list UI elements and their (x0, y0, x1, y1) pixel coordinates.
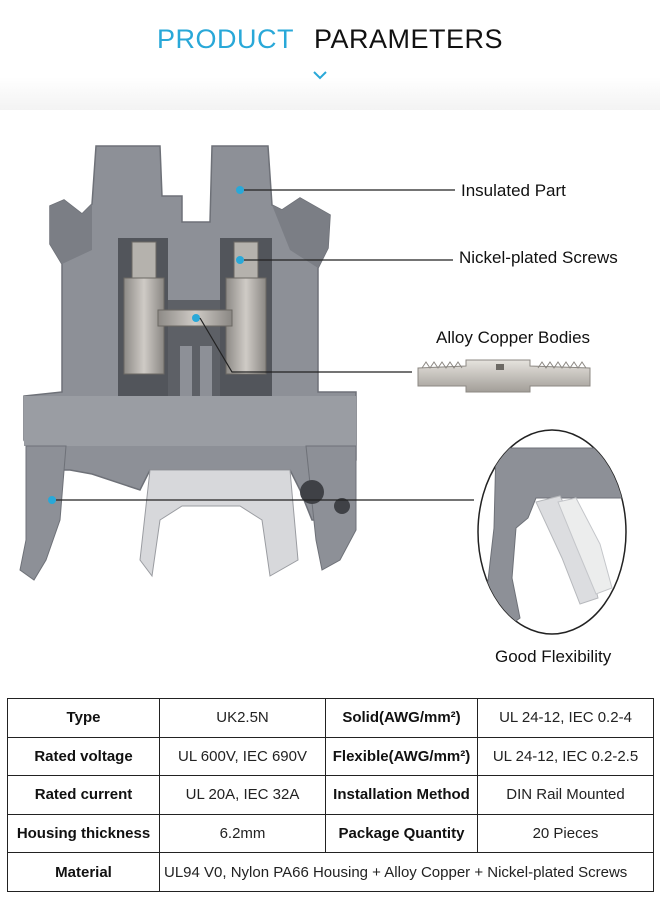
spec-value: 20 Pieces (477, 813, 654, 854)
callout-insulated-part: Insulated Part (461, 181, 566, 200)
table-row: Rated voltage UL 600V, IEC 690V Flexible… (7, 736, 654, 777)
callout-alloy-copper: Alloy Copper Bodies (436, 328, 591, 347)
chevron-down-icon (313, 71, 327, 80)
title-product: PRODUCT (156, 24, 294, 54)
header-banner: PRODUCT PARAMETERS (0, 0, 660, 110)
table-row: Housing thickness 6.2mm Package Quantity… (7, 813, 654, 854)
table-row: Type UK2.5N Solid(AWG/mm²) UL 24-12, IEC… (7, 698, 654, 738)
spec-value: DIN Rail Mounted (477, 775, 654, 815)
title-parameters: PARAMETERS (313, 24, 504, 54)
spec-key: Rated voltage (7, 736, 160, 777)
spec-value: UL 20A, IEC 32A (159, 775, 326, 815)
spec-value: UL 24-12, IEC 0.2-2.5 (477, 736, 654, 777)
spec-key-material: Material (7, 852, 160, 892)
spec-key: Rated current (7, 775, 160, 815)
spec-key: Flexible(AWG/mm²) (325, 736, 478, 777)
flexibility-detail-image (477, 429, 627, 635)
spec-value: UK2.5N (159, 698, 326, 738)
spec-table: Type UK2.5N Solid(AWG/mm²) UL 24-12, IEC… (7, 698, 654, 892)
copper-body-image (417, 359, 591, 393)
spec-value: UL 600V, IEC 690V (159, 736, 326, 777)
page-title: PRODUCT PARAMETERS (0, 24, 660, 55)
spec-key: Installation Method (325, 775, 478, 815)
spec-value-material: UL94 V0, Nylon PA66 Housing + Alloy Copp… (159, 852, 654, 892)
terminal-block-image (19, 145, 357, 581)
spec-key: Package Quantity (325, 813, 478, 854)
table-row: Material UL94 V0, Nylon PA66 Housing + A… (7, 852, 654, 892)
spec-key: Solid(AWG/mm²) (325, 698, 478, 738)
callout-good-flexibility: Good Flexibility (495, 647, 612, 666)
spec-key: Housing thickness (7, 813, 160, 854)
callout-nickel-screws: Nickel-plated Screws (459, 248, 618, 267)
spec-value: 6.2mm (159, 813, 326, 854)
spec-value: UL 24-12, IEC 0.2-4 (477, 698, 654, 738)
spec-key: Type (7, 698, 160, 738)
table-row: Rated current UL 20A, IEC 32A Installati… (7, 775, 654, 815)
